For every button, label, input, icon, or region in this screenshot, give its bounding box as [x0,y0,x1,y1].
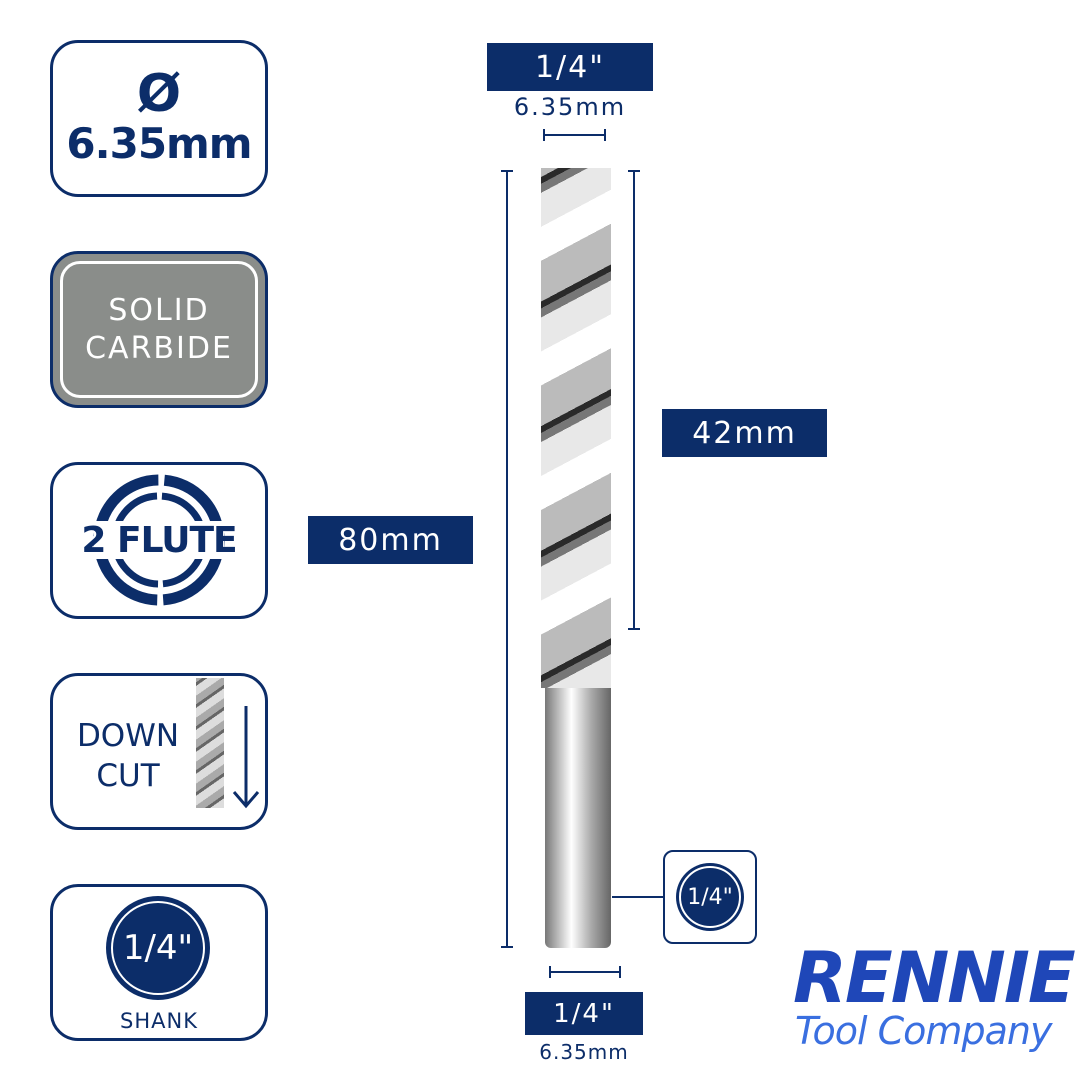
shank-circle-icon: 1/4" [106,896,210,1000]
overall-length-label: 80mm [308,516,473,564]
shank-diameter-mm: 6.35mm [539,1040,629,1064]
diameter-value: 6.35mm [66,119,252,168]
shank-badge-circle-icon: 1/4" [676,863,744,931]
bottom-dimension-line [549,971,621,973]
tick [501,170,513,172]
cutting-length-line [633,170,635,630]
tick [628,170,640,172]
cutting-length-label: 42mm [662,409,827,457]
tick [543,129,545,141]
brand-tagline: Tool Company [795,1009,1052,1053]
shank-card: 1/4" SHANK [50,884,268,1041]
shank-diameter-inch: 1/4" [525,992,643,1035]
shank-value: 1/4" [111,901,205,995]
overall-length-line [506,170,508,948]
shank-badge: 1/4" [663,850,757,944]
diameter-card: Ø 6.35mm [50,40,268,197]
cutting-diameter-mm: 6.35mm [513,93,627,121]
down-cut-card: DOWN CUT [50,673,268,830]
shank-leader-line [612,896,664,898]
top-dimension-line [543,134,605,136]
cut-line2: CUT [96,758,160,794]
tick [628,628,640,630]
cut-line1: DOWN [76,718,180,754]
shank-label: SHANK [120,1009,198,1033]
arrow-down-icon [232,706,260,809]
shank-badge-value: 1/4" [679,866,741,928]
tick [501,946,513,948]
flute-label: 2 FLUTE [81,520,237,561]
tick [549,966,551,978]
bit-thumbnail-icon [196,678,224,808]
diameter-icon: Ø [136,64,182,124]
cutting-diameter-inch: 1/4" [487,43,653,91]
target-icon [93,474,225,606]
router-bit-image [541,168,613,948]
brand-name: RENNIE [793,937,1076,1019]
flute-card: 2 FLUTE [50,462,268,619]
solid-carbide-card: SOLID CARBIDE [50,251,268,408]
material-line1: SOLID [108,292,210,328]
material-line2: CARBIDE [85,330,233,366]
tick [604,129,606,141]
tick [619,966,621,978]
